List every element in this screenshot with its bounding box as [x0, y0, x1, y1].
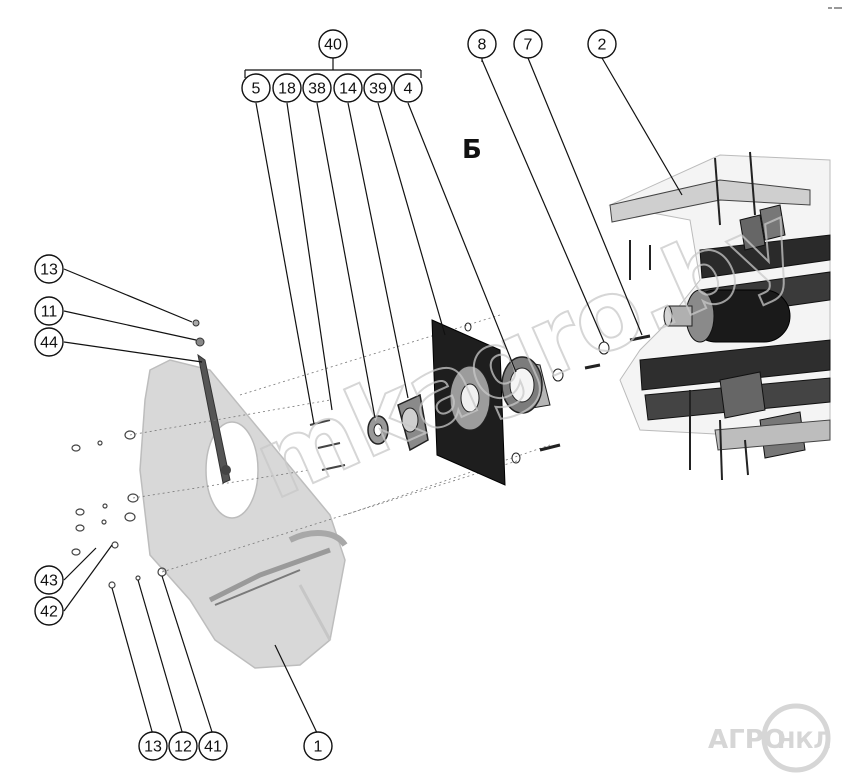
callout-label: 18	[278, 81, 296, 98]
callout-label: 1	[314, 739, 323, 756]
callout-c5: 5	[241, 73, 271, 103]
callout-label: 38	[308, 81, 326, 98]
callout-label: 13	[40, 262, 58, 279]
callout-c41: 41	[198, 731, 228, 761]
callout-c2: 2	[587, 29, 617, 59]
callout-c39: 39	[363, 73, 393, 103]
strap-part	[192, 319, 231, 484]
callout-c4: 4	[393, 73, 423, 103]
callout-circle	[34, 565, 64, 595]
alignment-lines	[129, 314, 551, 573]
callout-c11: 11	[34, 296, 64, 326]
callout-label: 4	[404, 81, 413, 98]
callout-circle	[393, 73, 423, 103]
callout-label: 42	[40, 604, 58, 621]
logo-text-left: АГРО	[708, 725, 786, 755]
machine-frame	[608, 151, 831, 481]
callout-label: 44	[40, 335, 58, 352]
callout-label: 8	[478, 37, 487, 54]
callout-circle	[302, 73, 332, 103]
housing-part	[139, 359, 348, 669]
logo-text-right: НКЛ	[777, 729, 832, 754]
callout-circle	[272, 73, 302, 103]
callout-label: 14	[339, 81, 357, 98]
callout-label: 7	[524, 37, 533, 54]
callout-c14: 14	[333, 73, 363, 103]
leader-lines	[63, 57, 683, 736]
callout-circle	[333, 73, 363, 103]
callout-c8: 8	[467, 29, 497, 59]
callout-c40: 40	[318, 29, 348, 59]
callout-label: 43	[40, 573, 58, 590]
callout-c43: 43	[34, 565, 64, 595]
callout-circle	[198, 731, 228, 761]
logo-ring	[761, 703, 831, 773]
section-label: Б	[462, 135, 482, 165]
callout-c12: 12	[168, 731, 198, 761]
callout-label: 13	[144, 739, 162, 756]
brand-logo: АГРО НКЛ	[708, 703, 832, 773]
callout-c13b: 13	[138, 731, 168, 761]
callout-circle	[587, 29, 617, 59]
callout-label: 41	[204, 739, 222, 756]
callout-c42: 42	[34, 596, 64, 626]
callout-label: 5	[252, 81, 261, 98]
callout-circle	[138, 731, 168, 761]
callout-circle	[34, 296, 64, 326]
callout-circle	[318, 29, 348, 59]
callout-circle	[34, 327, 64, 357]
callout-circle	[168, 731, 198, 761]
callout-label: 2	[598, 37, 607, 54]
callout-circle	[241, 73, 271, 103]
callout-circle	[513, 29, 543, 59]
callout-c44: 44	[34, 327, 64, 357]
callout-label: 39	[369, 81, 387, 98]
callout-circle	[303, 731, 333, 761]
callout-circle	[467, 29, 497, 59]
callout-circle	[34, 596, 64, 626]
callout-c38: 38	[302, 73, 332, 103]
callout-label: 40	[324, 37, 342, 54]
callout-c13a: 13	[34, 254, 64, 284]
callout-c1: 1	[303, 731, 333, 761]
callout-group: 40 5 18 38 14 39 4 8 7 2 13 11 44 43 42 13 12 41 1	[34, 29, 617, 761]
callout-label: 12	[174, 739, 192, 756]
callout-circle	[363, 73, 393, 103]
callout-circle	[34, 254, 64, 284]
bearing-assembly	[309, 319, 651, 486]
callout-c7: 7	[513, 29, 543, 59]
callout-c18: 18	[272, 73, 302, 103]
callout-label: 11	[41, 304, 58, 321]
